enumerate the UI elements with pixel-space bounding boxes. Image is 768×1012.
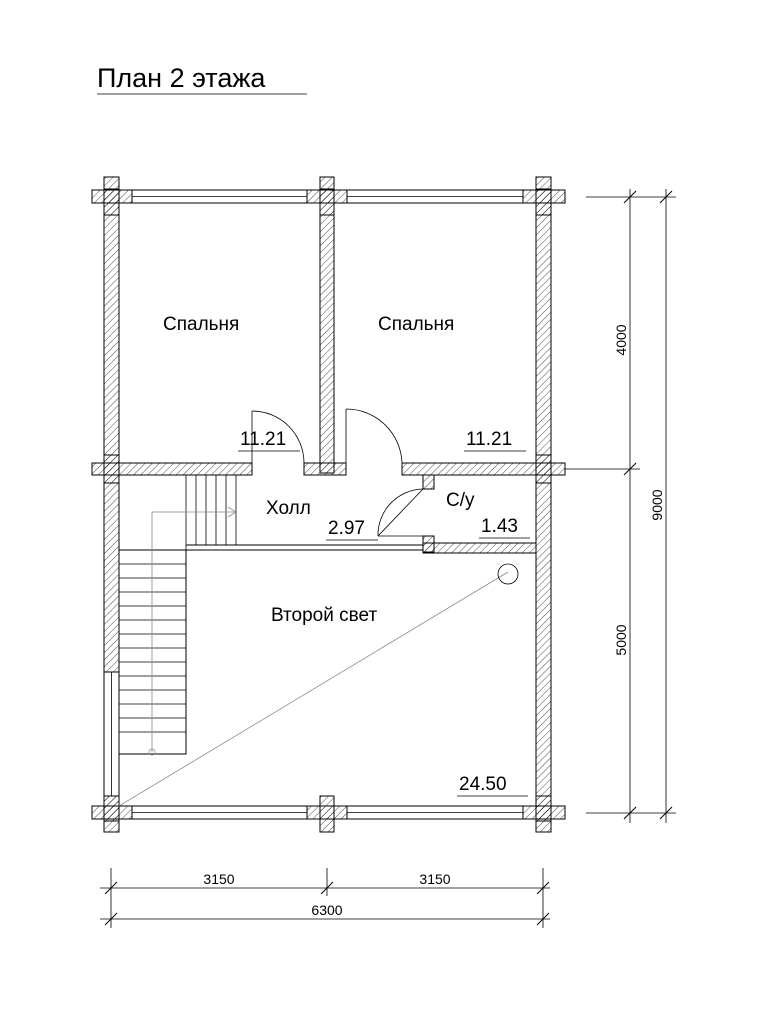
staircase [118,475,237,756]
walls [91,188,566,822]
room-name-second-light: Второй свет [271,605,377,626]
room-area-bedroom-left: 11.21 [240,429,286,450]
windows [103,189,524,820]
second-light-marker [118,563,519,807]
dim-right-total: 9000 [649,489,665,520]
doors[interactable] [251,408,424,537]
room-name-bedroom-left: Спальня [163,314,239,335]
void-edge [186,544,423,551]
dim-bottom-left: 3150 [203,871,234,887]
door-wc[interactable] [377,488,424,537]
dim-right-lower: 5000 [613,624,629,655]
room-area-bedroom-right: 11.21 [466,429,512,450]
dimensions-right [565,189,676,823]
plan-title: План 2 этажа [97,63,266,93]
dim-bottom-right: 3150 [419,871,450,887]
room-name-bedroom-right: Спальня [378,314,454,335]
dimensions-bottom [100,868,550,928]
room-name-wc: С/у [446,490,475,511]
room-name-hall: Холл [266,498,311,519]
room-area-hall: 2.97 [328,518,365,539]
dim-bottom-total: 6300 [311,902,342,918]
room-area-wc: 1.43 [481,516,518,537]
room-area-second-light: 24.50 [459,774,507,795]
dim-right-upper: 4000 [613,324,629,355]
